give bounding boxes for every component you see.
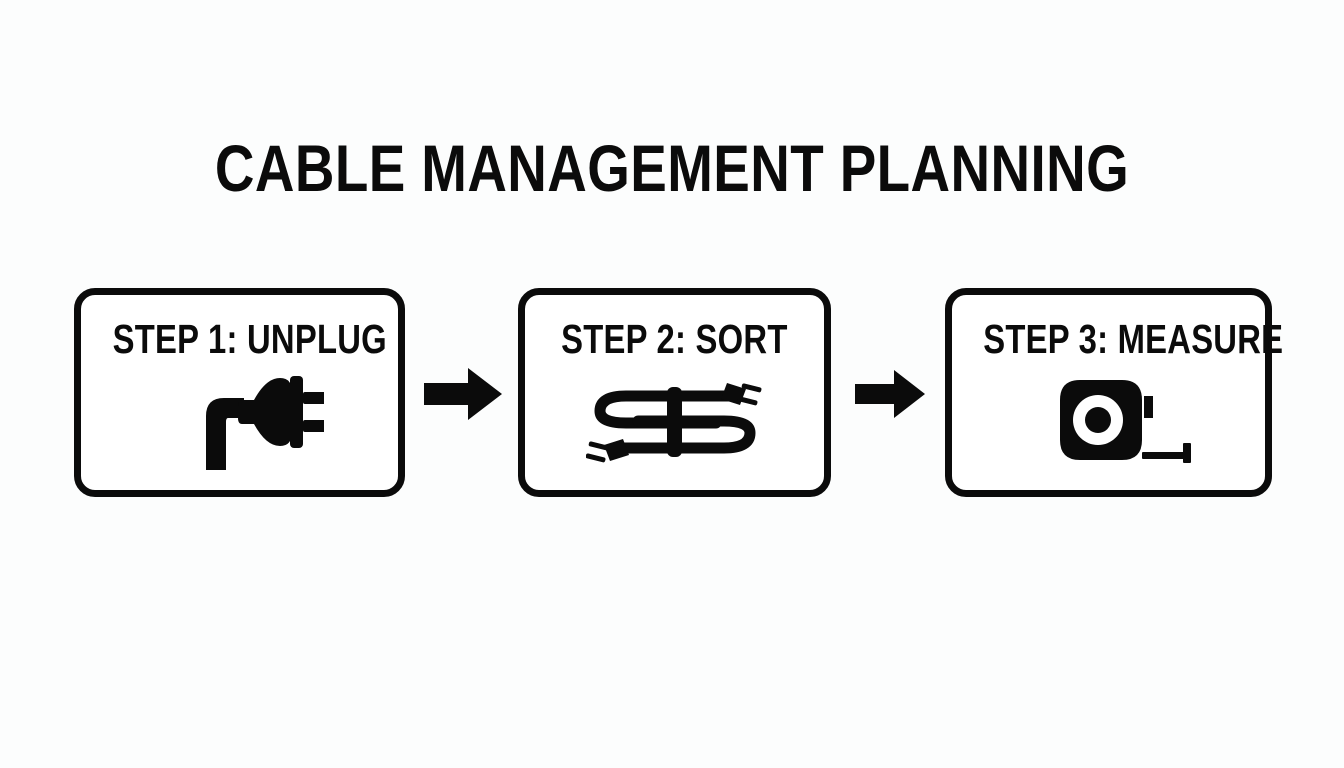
step-card-1[interactable]: STEP 1: UNPLUG <box>74 288 405 497</box>
step-card-2[interactable]: STEP 2: SORT <box>518 288 831 497</box>
arrow-right-icon-2 <box>855 370 925 423</box>
coiled-cable-icon <box>525 362 824 482</box>
arrow-right-icon-1 <box>424 368 502 425</box>
step-card-3[interactable]: STEP 3: MEASURE <box>945 288 1284 497</box>
step-label-3: STEP 3: MEASURE <box>983 316 1284 362</box>
page-title: CABLE MANAGEMENT PLANNING <box>214 131 1130 205</box>
step-label-1: STEP 1: UNPLUG <box>112 316 387 362</box>
step-label-2: STEP 2: SORT <box>561 316 788 362</box>
power-plug-icon <box>81 362 416 482</box>
tape-measure-icon <box>952 362 1279 482</box>
